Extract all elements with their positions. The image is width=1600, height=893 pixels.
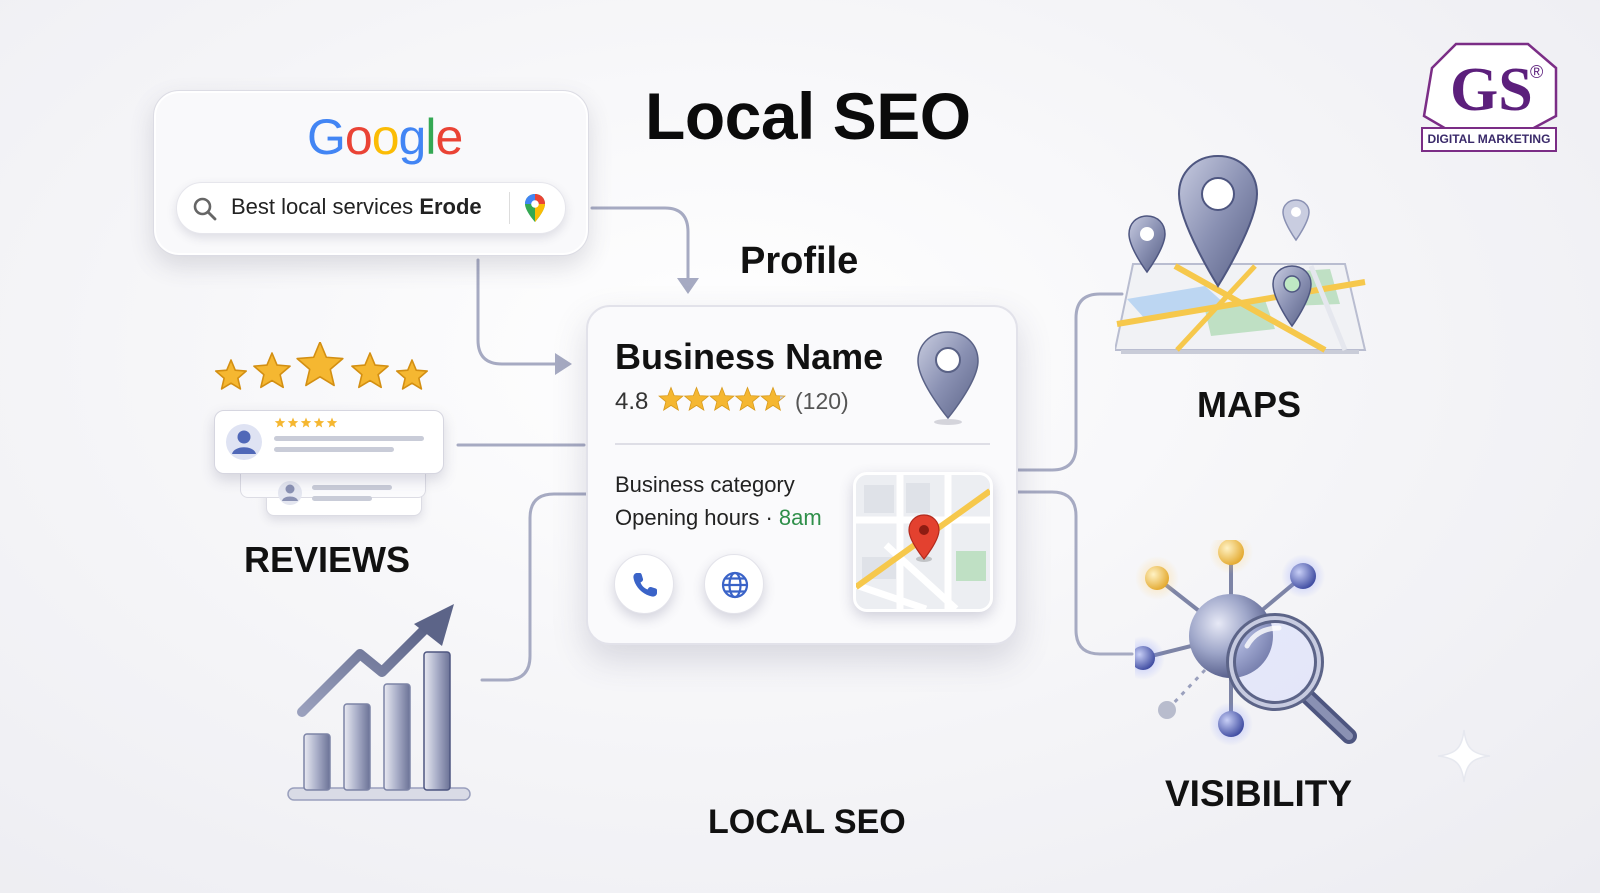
phone-icon (633, 573, 657, 597)
brand-logo: GS ® (1422, 42, 1558, 132)
call-button[interactable] (614, 554, 674, 614)
search-query-location: Erode (419, 194, 482, 219)
sparkle-icon (1437, 729, 1491, 783)
google-logo-letter: o (344, 109, 373, 165)
review-stars-icon (214, 342, 429, 390)
review-count: (120) (795, 388, 849, 414)
google-logo-letter: l (425, 109, 436, 165)
rating-star (734, 386, 761, 411)
arrow-head-card (555, 353, 572, 375)
visibility-illustration (1135, 540, 1357, 746)
maps-illustration (1115, 154, 1367, 354)
connector-search-to-card (476, 258, 558, 366)
review-star-icon (296, 342, 344, 387)
review-card-star (274, 417, 286, 428)
opening-hours-label: Opening hours (615, 505, 760, 530)
page-title: Local SEO (645, 79, 971, 153)
opening-hours-value: 8am (778, 505, 822, 530)
map-pin-icon (1272, 265, 1312, 328)
arrow-head-profile (677, 278, 699, 294)
search-icon[interactable] (192, 196, 218, 222)
opening-hours-separator: · (765, 505, 773, 530)
globe-icon (721, 571, 749, 599)
visibility-label: VISIBILITY (1165, 773, 1353, 814)
review-star-icon (214, 359, 248, 390)
connector-maps (1016, 292, 1124, 472)
search-query: Best local services Erode (231, 194, 482, 220)
rating-star (760, 386, 786, 411)
rating-stars (658, 386, 786, 411)
search-query-prefix: Best local services (231, 194, 414, 219)
rating-star (709, 386, 735, 411)
google-logo-letter: e (435, 109, 463, 165)
logo-letters: GS (1450, 56, 1533, 124)
rating-value: 4.8 (615, 388, 649, 415)
google-maps-pin-icon[interactable] (524, 193, 546, 223)
map-marker-icon (908, 514, 940, 560)
review-star-icon (253, 352, 291, 389)
opening-hours: Opening hours · 8am (615, 505, 822, 531)
profile-label: Profile (740, 240, 859, 282)
magnifier-icon (1226, 613, 1357, 744)
rating-star (683, 386, 710, 411)
logo-registered-mark: ® (1530, 62, 1543, 82)
connector-search-to-profile (590, 206, 690, 282)
connector-visibility (1016, 490, 1134, 656)
reviews-label: REVIEWS (244, 539, 411, 580)
location-pin-icon (917, 331, 979, 425)
small-pin-icon (1282, 199, 1310, 242)
review-card-star (313, 417, 325, 428)
google-logo-letter: G (307, 109, 346, 165)
card-divider (615, 443, 990, 445)
logo-tagline: DIGITAL MARKETING (1421, 127, 1557, 152)
rating-star (658, 386, 684, 411)
review-star-icon (395, 359, 429, 390)
search-input[interactable] (176, 182, 566, 234)
review-card-content (278, 481, 392, 505)
review-card-content (226, 417, 424, 460)
mini-map (853, 472, 993, 612)
local-seo-label: LOCAL SEO (708, 803, 906, 841)
search-divider (509, 192, 510, 224)
large-pin-icon (1177, 154, 1259, 288)
google-logo: Google (307, 108, 463, 166)
growth-chart-icon (287, 604, 471, 801)
review-card-star (287, 417, 299, 428)
google-logo-letter: g (398, 109, 427, 165)
maps-label: MAPS (1197, 384, 1302, 425)
review-star-icon (351, 352, 389, 389)
review-card-star (326, 417, 338, 428)
business-category: Business category (615, 472, 795, 497)
small-pin-icon (1128, 215, 1166, 274)
business-name: Business Name (615, 336, 884, 377)
google-logo-letter: o (371, 109, 400, 165)
review-card-star (300, 417, 312, 428)
website-button[interactable] (704, 554, 764, 614)
connector-growth (480, 492, 588, 682)
